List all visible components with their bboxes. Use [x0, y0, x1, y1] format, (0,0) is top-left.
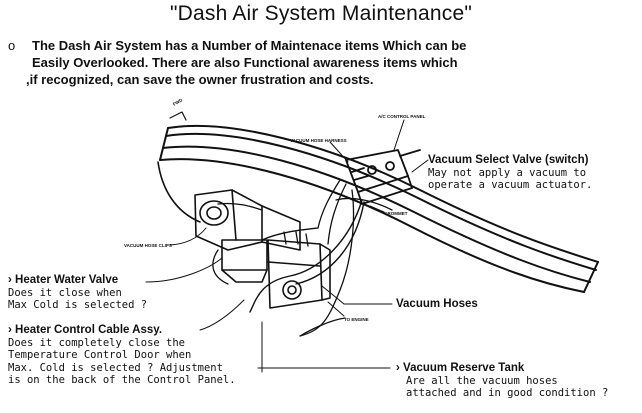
intro-line-2: Easily Overlooked. There are also Functi… [32, 55, 458, 70]
intro-line-3: ,if recognized, can save the owner frust… [26, 72, 374, 87]
label-fwd: FWD [172, 97, 184, 107]
callout-vacuum-select-valve: Vacuum Select Valve (switch) May not app… [428, 154, 592, 192]
page-title: "Dash Air System Maintenance" [169, 2, 472, 25]
callout-heater-control-cable-title: › Heater Control Cable Assy. [8, 324, 163, 336]
callout-vacuum-hoses-title: Vacuum Hoses [396, 298, 478, 310]
label-vacuum-hose-clips: VACUUM HOSE CLIPS [124, 243, 172, 248]
callout-heater-water-valve-line-1: Does it close when [8, 286, 122, 299]
callout-vacuum-reserve-tank-line-1: Are all the vacuum hoses [406, 374, 558, 387]
callout-vacuum-select-valve-line-1: May not apply a vacuum to [428, 166, 587, 179]
callout-vacuum-reserve-tank-text: Vacuum Reserve Tank [403, 362, 525, 374]
callout-heater-control-cable-line-4: is on the back of the Control Panel. [8, 374, 236, 386]
callout-vacuum-select-valve-title: Vacuum Select Valve (switch) [428, 154, 589, 166]
label-to-engine: TO ENGINE [344, 317, 369, 322]
callout-heater-water-valve: › Heater Water Valve Does it close when … [8, 274, 147, 312]
intro-bullet: o [8, 38, 16, 53]
callout-vacuum-reserve-tank-title: › Vacuum Reserve Tank [396, 362, 525, 374]
heater-control-cable [249, 199, 365, 313]
callout-heater-control-cable-text: Heater Control Cable Assy. [15, 324, 163, 336]
label-ac-control-panel: A/C CONTROL PANEL [378, 114, 426, 119]
callout-vacuum-reserve-tank: › Vacuum Reserve Tank Are all the vacuum… [396, 362, 608, 400]
label-vacuum-hose-harness: VACUUM HOSE HARNESS [290, 138, 347, 143]
intro-line-1: The Dash Air System has a Number of Main… [32, 38, 467, 53]
heater-box [194, 189, 301, 283]
dash-panel [157, 111, 599, 293]
callout-heater-water-valve-title: › Heater Water Valve [8, 274, 119, 286]
callout-heater-control-cable-line-2: Temperature Control Door when [8, 349, 192, 361]
callout-heater-control-cable-line-1: Does it completely close the [8, 336, 186, 349]
ac-control-panel-drawing [345, 149, 421, 205]
callout-heater-water-valve-text: Heater Water Valve [15, 274, 119, 286]
leader-lines [145, 119, 429, 373]
vacuum-reserve-tank [267, 239, 331, 309]
callout-vacuum-select-valve-line-2: operate a vacuum actuator. [428, 179, 593, 191]
callout-heater-control-cable: › Heater Control Cable Assy. Does it com… [8, 324, 236, 387]
callout-vacuum-hoses: Vacuum Hoses [396, 298, 478, 311]
callout-heater-water-valve-line-2: Max Cold is selected ? [8, 299, 148, 311]
callout-heater-control-cable-line-3: Max. Cold is selected ? Adjustment [8, 361, 223, 374]
label-grommet: GROMMET [384, 211, 408, 216]
callout-vacuum-reserve-tank-line-2: attached and in good condition ? [406, 387, 609, 399]
